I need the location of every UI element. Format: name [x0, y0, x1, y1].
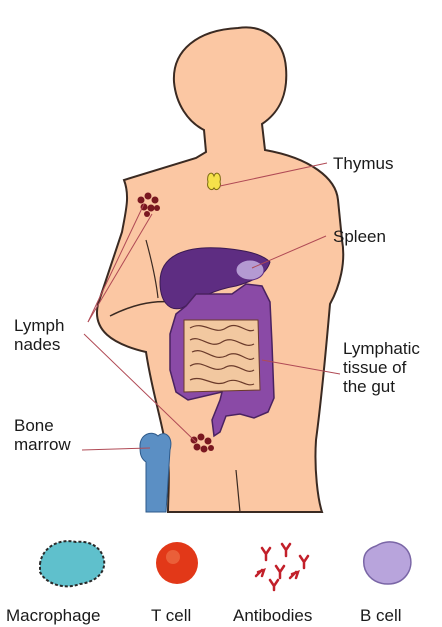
antibodies-caption: Antibodies — [233, 606, 312, 626]
macrophage-caption: Macrophage — [6, 606, 101, 626]
lymphatic-tissue-label: Lymphatic tissue of the gut — [343, 339, 420, 396]
lymph-nodes-label: Lymph nades — [14, 316, 64, 354]
thymus-organ — [208, 173, 221, 189]
b-cell-icon — [364, 542, 411, 584]
b-cell-caption: B cell — [360, 606, 402, 626]
t-cell-icon — [156, 542, 198, 584]
bone-marrow-organ — [140, 433, 171, 512]
spleen — [236, 260, 264, 280]
macrophage-icon — [40, 541, 104, 586]
antibodies-icon — [256, 544, 308, 590]
t-cell-caption: T cell — [151, 606, 191, 626]
bone-marrow-label: Bone marrow — [14, 416, 71, 454]
thymus-label: Thymus — [333, 154, 393, 173]
spleen-label: Spleen — [333, 227, 386, 246]
